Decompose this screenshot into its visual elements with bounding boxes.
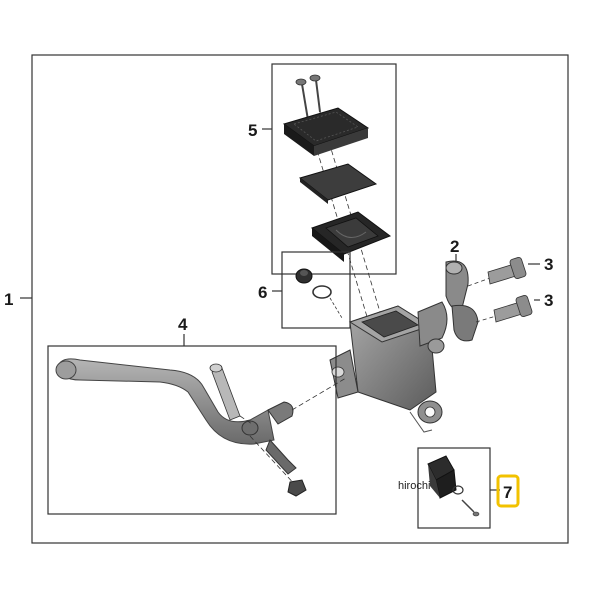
switch-kit-box <box>417 447 491 529</box>
lever-axis-lines <box>239 377 347 489</box>
lever-box <box>47 345 337 515</box>
watermark-text: hirochi <box>398 480 430 492</box>
reservoir-cap <box>282 107 370 156</box>
reservoir-cap-kit-box <box>271 63 397 275</box>
reservoir-cap-screws <box>295 74 321 121</box>
callout-3-top-label: 3 <box>544 255 553 274</box>
callout-5-label: 5 <box>248 121 257 140</box>
callout-7-label: 7 <box>503 483 512 502</box>
reservoir-diaphragm <box>310 211 392 262</box>
callout-2-label: 2 <box>450 237 459 256</box>
brake-light-switch <box>427 455 480 517</box>
callout-3-bottom-label: 3 <box>544 291 553 310</box>
lever-adjuster-nut <box>287 479 307 497</box>
brake-lever <box>55 358 297 475</box>
callout-1-label: 1 <box>4 290 13 309</box>
cap-plate <box>298 163 378 204</box>
callout-6-label: 6 <box>258 283 267 302</box>
callout-7-highlight <box>496 474 520 508</box>
master-cylinder-body <box>329 301 448 433</box>
clamp-bolt-top <box>467 257 527 287</box>
clamp-bolt-bottom <box>475 295 533 323</box>
seal-kit-box <box>281 251 351 329</box>
assembly-frame <box>31 54 569 544</box>
callout-4-label: 4 <box>178 315 188 334</box>
seal-kit-parts <box>295 268 343 319</box>
handlebar-clamp <box>445 260 479 342</box>
